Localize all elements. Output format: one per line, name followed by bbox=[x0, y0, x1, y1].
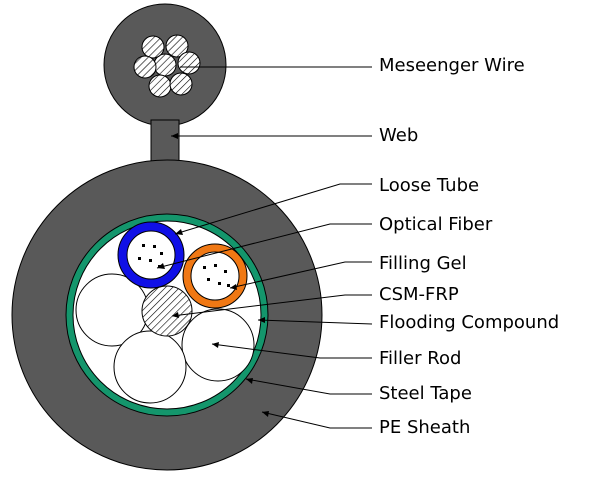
leader-loose-tube bbox=[174, 183, 372, 235]
optical-fiber bbox=[153, 245, 156, 248]
leader-arrowheads bbox=[157, 133, 269, 417]
loose-tube-blue bbox=[117, 221, 185, 289]
label-csm-frp: CSM-FRP bbox=[379, 284, 459, 305]
main-cable bbox=[11, 159, 323, 471]
optical-fiber bbox=[149, 259, 152, 262]
label-filling-gel: Filling Gel bbox=[379, 253, 467, 274]
optical-fiber bbox=[207, 278, 210, 281]
optical-fiber bbox=[142, 244, 145, 247]
messenger-strand bbox=[165, 34, 189, 58]
optical-fiber bbox=[160, 252, 163, 255]
optical-fiber bbox=[214, 264, 217, 267]
arrowhead bbox=[258, 317, 265, 323]
optical-fiber bbox=[227, 284, 230, 287]
messenger-wire bbox=[103, 3, 227, 127]
filling-gel bbox=[126, 230, 176, 280]
messenger-strand bbox=[148, 74, 172, 98]
optical-fiber bbox=[224, 270, 227, 273]
arrowhead bbox=[212, 342, 219, 348]
filling-gel bbox=[190, 251, 240, 301]
leader-steel-tape bbox=[245, 378, 372, 395]
label-pe-sheath: PE Sheath bbox=[379, 417, 471, 438]
filler-rod bbox=[113, 330, 187, 404]
optical-fiber bbox=[138, 257, 141, 260]
leader-flooding-compound bbox=[257, 319, 373, 325]
leader-pe-sheath bbox=[261, 411, 372, 429]
messenger-strand bbox=[169, 72, 193, 96]
leader-csm-frp bbox=[171, 294, 372, 317]
label-web: Web bbox=[379, 125, 419, 146]
loose-tube-orange bbox=[182, 243, 248, 309]
arrowhead bbox=[246, 378, 253, 384]
messenger-strand bbox=[133, 55, 157, 79]
leader-filling-gel bbox=[229, 261, 372, 289]
leader-lines bbox=[156, 66, 373, 429]
arrowhead bbox=[172, 312, 179, 318]
arrowhead bbox=[230, 284, 237, 290]
label-flooding-compound: Flooding Compound bbox=[379, 312, 560, 333]
arrowhead bbox=[171, 133, 178, 139]
optical-fiber bbox=[218, 282, 221, 285]
leader-optical-fiber bbox=[156, 223, 372, 269]
arrowhead bbox=[157, 263, 165, 269]
arrowhead bbox=[175, 229, 183, 235]
csm-frp bbox=[141, 285, 193, 337]
arrowhead bbox=[262, 411, 269, 417]
label-loose-tube: Loose Tube bbox=[379, 175, 480, 196]
messenger-strand bbox=[177, 51, 201, 75]
messenger-strand bbox=[141, 35, 165, 59]
label-filler-rod: Filler Rod bbox=[379, 348, 462, 369]
label-messenger-wire: Meseenger Wire bbox=[379, 55, 525, 76]
label-steel-tape: Steel Tape bbox=[379, 383, 472, 404]
optical-fiber bbox=[203, 266, 206, 269]
leader-filler-rod bbox=[211, 343, 372, 359]
web bbox=[150, 119, 180, 166]
label-optical-fiber: Optical Fiber bbox=[379, 214, 493, 235]
